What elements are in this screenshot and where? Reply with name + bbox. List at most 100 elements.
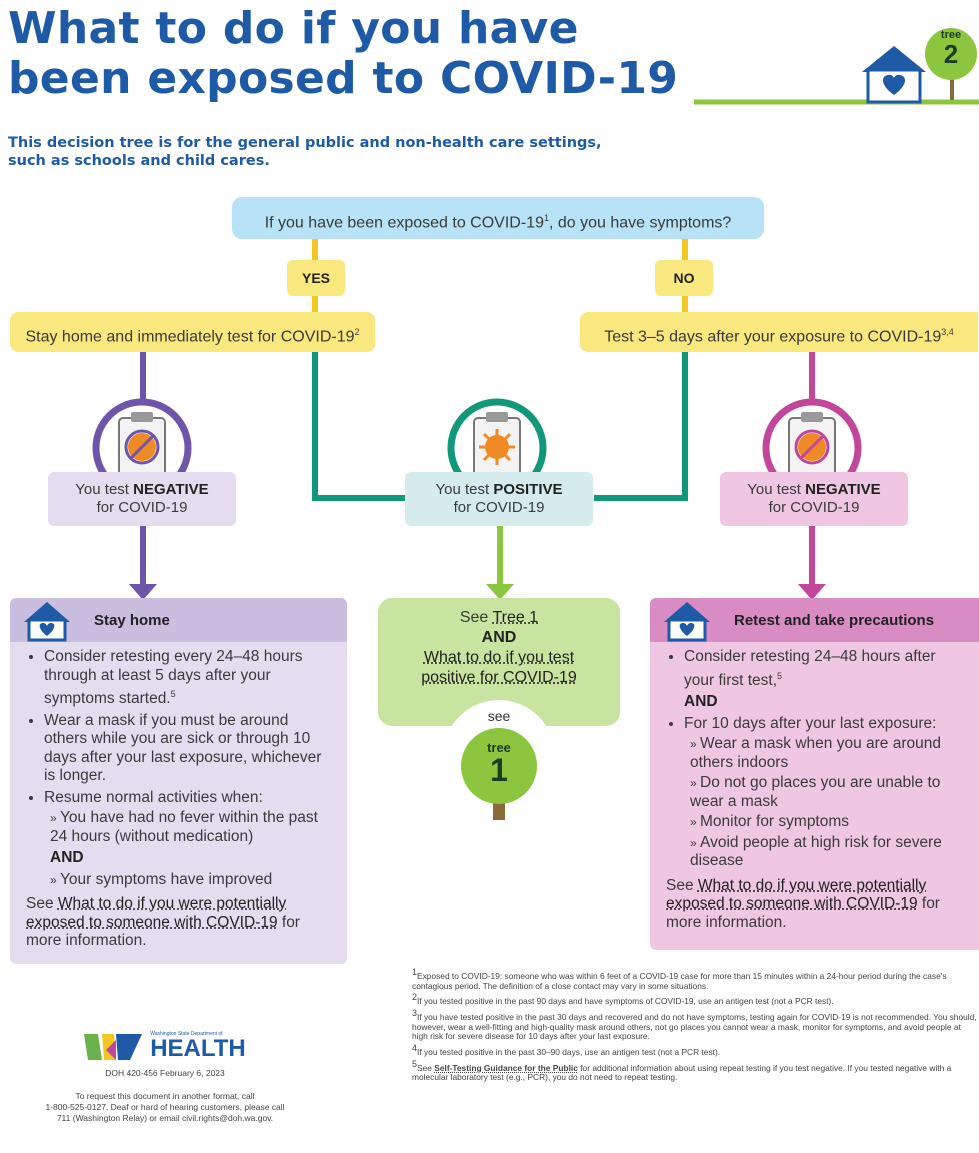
- panel-retest: Retest and take precautions Consider ret…: [650, 598, 979, 950]
- list-item: Consider retesting 24–48 hours after you…: [684, 648, 965, 712]
- page-title: What to do if you have been exposed to C…: [8, 4, 708, 104]
- sub-item: Wear a mask when you are around others i…: [690, 735, 965, 772]
- footnote-4: 4If you tested positive in the past 30–9…: [412, 1043, 721, 1057]
- more-info-text: for more information.: [26, 913, 300, 950]
- bullet-text: Consider retesting 24–48 hours after you…: [684, 648, 936, 689]
- logo-big-text: HEALTH: [150, 1035, 246, 1062]
- panel-heading: Stay home: [94, 611, 170, 629]
- sub-text: Do not go places you are unable to wear …: [690, 774, 941, 810]
- footnote-1: 1Exposed to COVID-19: someone who was wi…: [412, 967, 947, 991]
- sub-text: Avoid people at high risk for severe dis…: [690, 833, 942, 870]
- logo-mark: [84, 1034, 143, 1060]
- panel-header: Stay home: [10, 598, 347, 642]
- exposed-guidance-link[interactable]: What to do if you were potentially expos…: [666, 876, 927, 913]
- no-action-text: Test 3–5 days after your exposure to COV…: [604, 328, 942, 346]
- subtitle-line-1: This decision tree is for the general pu…: [8, 135, 602, 151]
- result-post: for COVID-19: [768, 499, 860, 516]
- question-text: If you have been exposed to COVID-19: [264, 214, 544, 232]
- title-line-2: been exposed to COVID-19: [8, 53, 679, 104]
- panel-heading: Retest and take precautions: [734, 611, 935, 629]
- result-strong: NEGATIVE: [805, 481, 881, 498]
- exposed-guidance-link[interactable]: What to do if you were potentially expos…: [26, 895, 287, 931]
- yes-label: YES: [287, 260, 345, 296]
- tree-1-badge: [443, 700, 555, 820]
- see-more: See What to do if you were potentially e…: [26, 895, 333, 951]
- sub-item: You have had no fever within the past 24…: [50, 809, 333, 868]
- question-box: If you have been exposed to COVID-191, d…: [232, 197, 764, 239]
- footnotes: 1Exposed to COVID-19: someone who was wi…: [412, 967, 978, 1085]
- footnote-text: See: [417, 1062, 435, 1073]
- footnote-text: If you tested positive in the past 30–90…: [417, 1046, 721, 1057]
- sub-item: Do not go places you are unable to wear …: [690, 774, 965, 811]
- see-text: See: [459, 609, 493, 626]
- result-negative-left: You test NEGATIVE for COVID-19: [48, 472, 236, 526]
- see-more: See What to do if you were potentially e…: [666, 877, 965, 933]
- see-text: See: [26, 895, 58, 913]
- no-action-box: Test 3–5 days after your exposure to COV…: [580, 312, 978, 352]
- house-heart-icon: [664, 602, 710, 642]
- list-item: Resume normal activities when: You have …: [44, 789, 333, 890]
- bullet-text: Consider retesting every 24–48 hours thr…: [44, 648, 303, 708]
- footnote-text: If you have tested positive in the past …: [412, 1011, 977, 1042]
- clipboard-virus-icon: [447, 398, 547, 498]
- subtitle: This decision tree is for the general pu…: [8, 134, 708, 170]
- see-text: See: [666, 876, 698, 894]
- document-id: DOH 420-456 February 6, 2023: [105, 1068, 225, 1078]
- sub-text: Monitor for symptoms: [700, 813, 850, 831]
- bullet-text: For 10 days after your last exposure:: [684, 714, 937, 732]
- sub-item: Avoid people at high risk for severe dis…: [690, 834, 965, 871]
- question-tail: , do you have symptoms?: [548, 214, 732, 232]
- self-testing-link[interactable]: Self-Testing Guidance for the Public: [434, 1062, 578, 1073]
- bullet-text: Wear a mask if you must be around others…: [44, 711, 322, 785]
- result-negative-right: You test NEGATIVE for COVID-19: [720, 472, 908, 526]
- result-pre: You test: [75, 481, 134, 498]
- sub-text: Wear a mask when you are around others i…: [690, 735, 941, 771]
- list-item: For 10 days after your last exposure: We…: [684, 715, 965, 871]
- footnote-ref: 1: [543, 213, 549, 223]
- clipboard-virus-crossed-icon: [762, 398, 862, 498]
- and-label: AND: [50, 849, 84, 867]
- result-strong: POSITIVE: [493, 481, 563, 498]
- footnote-5: 5See Self-Testing Guidance for the Publi…: [412, 1058, 952, 1083]
- sub-item: Your symptoms have improved: [50, 871, 333, 890]
- panel-body: Consider retesting 24–48 hours after you…: [650, 642, 979, 932]
- footnote-ref: 5: [777, 670, 783, 681]
- footnote-3: 3If you have tested positive in the past…: [412, 1007, 977, 1042]
- footnote-ref: 2: [354, 327, 360, 337]
- footnote-text: Exposed to COVID-19: someone who was wit…: [412, 970, 947, 991]
- title-line-1: What to do if you have: [8, 3, 579, 54]
- sub-text: Your symptoms have improved: [60, 870, 273, 888]
- tree-see: see: [487, 708, 511, 724]
- tree-word: tree: [487, 740, 511, 755]
- footnote-text: If you tested positive in the past 90 da…: [417, 996, 834, 1007]
- house-heart-icon: [24, 602, 70, 642]
- bullet-text: Resume normal activities when:: [44, 788, 263, 806]
- panel-header: Retest and take precautions: [650, 598, 979, 642]
- more-info-text: for more information.: [666, 895, 940, 931]
- result-post: for COVID-19: [96, 499, 188, 516]
- result-pre: You test: [435, 481, 494, 498]
- health-logo-icon: Washington State Department of HEALTH: [0, 1030, 330, 1062]
- tree-2-badge: tree 2: [930, 29, 972, 69]
- footnote-2: 2If you tested positive in the past 90 d…: [412, 992, 834, 1007]
- badge-number: 2: [943, 39, 959, 69]
- yes-action-box: Stay home and immediately test for COVID…: [10, 312, 375, 352]
- test-positive-link[interactable]: What to do if you test positive for COVI…: [421, 649, 577, 686]
- result-strong: NEGATIVE: [133, 481, 209, 498]
- and-label: AND: [684, 693, 718, 711]
- subtitle-line-2: such as schools and child cares.: [8, 153, 270, 169]
- and-label: AND: [481, 629, 517, 646]
- footnote-ref: 3,4: [941, 327, 954, 337]
- tree-icon[interactable]: see tree 1: [441, 700, 557, 824]
- result-pre: You test: [747, 481, 806, 498]
- tree-badge-icon: [862, 28, 977, 104]
- accessibility-line-1: To request this document in another form…: [75, 1091, 255, 1101]
- yes-action-text: Stay home and immediately test for COVID…: [25, 328, 355, 346]
- footnote-text: for additional information about using r…: [412, 1062, 952, 1083]
- accessibility-line-3: 711 (Washington Relay) or email civil.ri…: [56, 1113, 274, 1123]
- tree-1-link[interactable]: Tree 1: [492, 609, 539, 626]
- panel-body: Consider retesting every 24–48 hours thr…: [10, 642, 347, 951]
- list-item: Wear a mask if you must be around others…: [44, 712, 333, 786]
- badge-word: tree: [940, 29, 962, 41]
